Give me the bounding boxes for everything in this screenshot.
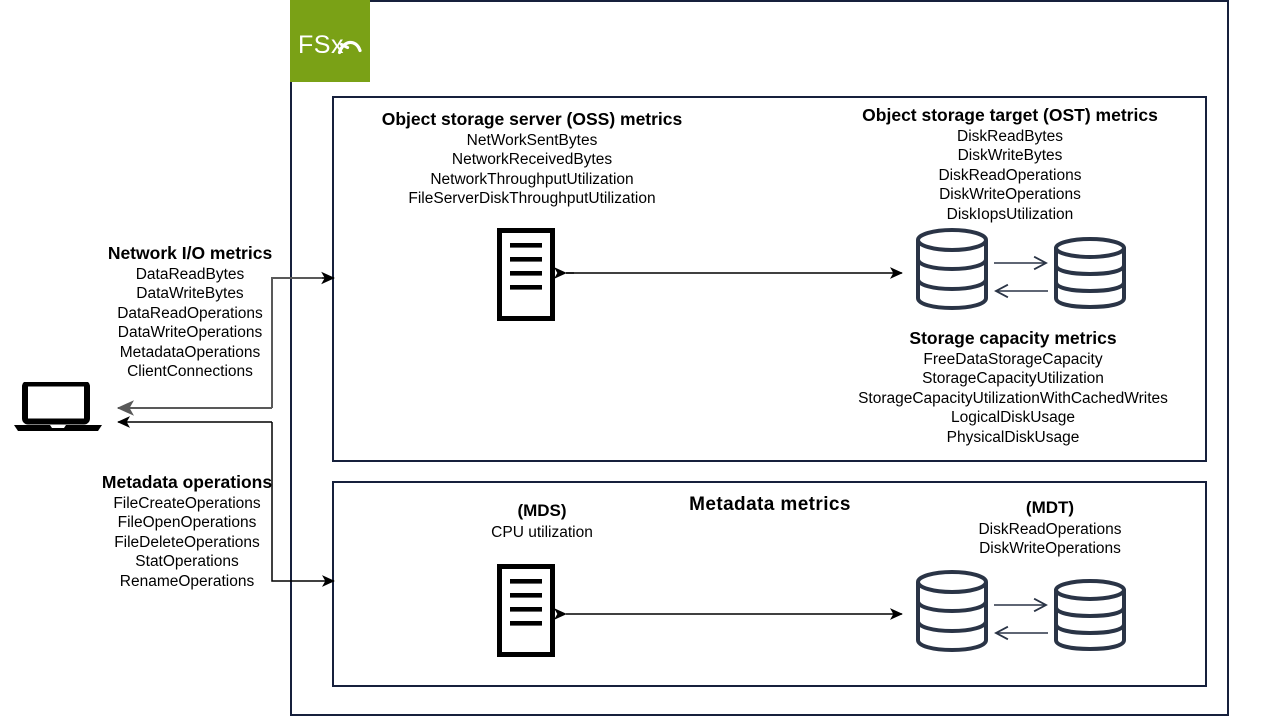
metadata-operations-heading: Metadata operations xyxy=(101,472,273,492)
metric-item: StatOperations xyxy=(135,553,239,571)
metric-item: DiskIopsUtilization xyxy=(946,205,1074,223)
metadata-server-icon xyxy=(497,564,555,657)
metadata-metrics-title: Metadata metrics xyxy=(689,494,851,515)
fsx-swoosh-icon xyxy=(337,40,362,55)
oss-metrics-block: Object storage server (OSS) metrics NetW… xyxy=(372,108,692,209)
metadata-target-primary-icon xyxy=(913,569,991,653)
metric-item: DiskReadOperations xyxy=(978,521,1122,538)
metric-item: DiskReadOperations xyxy=(938,166,1082,184)
network-io-metrics-block: Network I/O metrics DataReadBytes DataWr… xyxy=(55,242,325,381)
metric-item: MetadataOperations xyxy=(119,343,261,361)
mds-heading: (MDS) xyxy=(517,501,567,520)
object-storage-target-replica-icon xyxy=(1051,236,1129,310)
metric-item: PhysicalDiskUsage xyxy=(946,428,1080,446)
metadata-target-replica-icon xyxy=(1051,578,1129,652)
metric-item: DataWriteBytes xyxy=(136,285,244,303)
metric-item: FileDeleteOperations xyxy=(114,533,260,551)
svg-text:FSx: FSx xyxy=(298,31,344,59)
metric-item: DiskWriteOperations xyxy=(939,186,1081,204)
metric-item: RenameOperations xyxy=(119,572,255,590)
storage-capacity-metrics-block: Storage capacity metrics FreeDataStorage… xyxy=(843,327,1183,447)
ost-metrics-block: Object storage target (OST) metrics Disk… xyxy=(840,104,1180,224)
mds-block: (MDS) CPU utilization xyxy=(452,500,632,542)
metric-item: LogicalDiskUsage xyxy=(950,409,1076,427)
storage-metrics-panel xyxy=(332,96,1207,462)
metric-item: FileOpenOperations xyxy=(117,514,257,532)
object-storage-server-icon xyxy=(497,228,555,321)
metric-item: DiskWriteOperations xyxy=(979,540,1121,558)
mdt-block: (MDT) DiskReadOperations DiskWriteOperat… xyxy=(930,497,1170,559)
metric-item: DiskWriteBytes xyxy=(957,147,1063,165)
ost-metrics-heading: Object storage target (OST) metrics xyxy=(862,105,1158,125)
metric-item: FileServerDiskThroughputUtilization xyxy=(408,190,656,208)
metric-item: FileCreateOperations xyxy=(113,495,261,512)
metric-item: DiskReadBytes xyxy=(957,128,1063,145)
mdt-heading: (MDT) xyxy=(1025,498,1075,517)
metric-item: StorageCapacityUtilization xyxy=(922,370,1104,388)
metric-item: NetworkThroughputUtilization xyxy=(430,170,634,188)
metric-item: NetWorkSentBytes xyxy=(466,132,598,149)
fsx-logo: FSx xyxy=(290,0,370,82)
metric-item: FreeDataStorageCapacity xyxy=(923,351,1103,368)
metric-item: NetworkReceivedBytes xyxy=(451,151,613,169)
metric-item: DataReadBytes xyxy=(135,266,245,283)
storage-capacity-metrics-heading: Storage capacity metrics xyxy=(909,328,1117,348)
object-storage-target-primary-icon xyxy=(913,227,991,311)
metric-item: StorageCapacityUtilizationWithCachedWrit… xyxy=(858,389,1168,407)
metric-item: DataWriteOperations xyxy=(117,324,263,342)
metric-item: CPU utilization xyxy=(491,524,593,541)
network-io-metrics-heading: Network I/O metrics xyxy=(107,243,273,263)
metric-item: ClientConnections xyxy=(127,363,253,381)
metric-item: DataReadOperations xyxy=(117,304,263,322)
laptop-icon xyxy=(12,380,104,432)
metadata-operations-block: Metadata operations FileCreateOperations… xyxy=(52,471,322,591)
oss-metrics-heading: Object storage server (OSS) metrics xyxy=(381,109,683,129)
